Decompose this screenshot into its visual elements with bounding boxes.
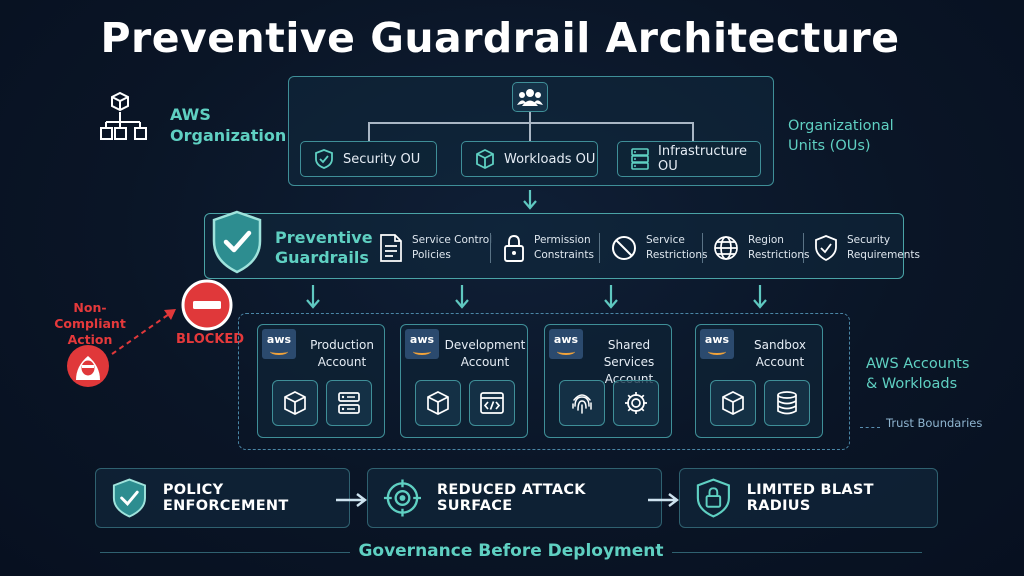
flow-arrow-down-icon — [753, 285, 767, 309]
divider — [803, 233, 804, 263]
blocked-label: BLOCKED — [176, 332, 245, 347]
aws-badge: aws — [700, 329, 734, 359]
lock-icon — [504, 235, 524, 262]
shield-check-icon — [212, 210, 262, 274]
blocked-icon — [181, 279, 233, 331]
org-hierarchy-icon — [100, 91, 147, 140]
server-icon — [338, 392, 360, 414]
ou-connector — [529, 122, 531, 141]
flow-arrow-down-icon — [455, 285, 469, 309]
workload-tile — [764, 380, 810, 426]
accounts-side-label: AWS Accounts & Workloads — [866, 356, 970, 392]
ou-connector — [692, 122, 694, 141]
legend-dash — [860, 427, 880, 428]
globe-icon — [714, 236, 738, 260]
ou-connector — [529, 112, 531, 122]
flow-arrow-down-icon — [604, 285, 618, 309]
attack-arrow-icon — [111, 309, 176, 355]
database-icon — [777, 391, 797, 415]
page-title: Preventive Guardrail Architecture — [100, 14, 900, 62]
aws-badge: aws — [262, 329, 296, 359]
flow-arrow-down-icon — [306, 285, 320, 309]
workload-tile — [469, 380, 515, 426]
workload-tile — [415, 380, 461, 426]
cube-icon — [284, 391, 306, 415]
trust-boundary — [238, 313, 850, 450]
footer-rule-right — [672, 552, 922, 553]
cube-icon — [427, 391, 449, 415]
shield-check-icon — [315, 149, 333, 169]
outcome-label: LIMITED BLAST RADIUS — [746, 482, 874, 514]
flow-arrow-down-icon — [523, 190, 537, 210]
aws-badge: aws — [405, 329, 439, 359]
ou-connector — [368, 122, 693, 124]
ou-side-label: Organizational Units (OUs) — [788, 118, 894, 154]
guardrails-title: Preventive Guardrails — [275, 228, 373, 267]
gear-icon — [625, 392, 647, 414]
footer-rule-left — [100, 552, 350, 553]
non-compliant-label: Non-Compliant Action — [54, 300, 126, 347]
outcome-policy-enforcement: POLICY ENFORCEMENT — [95, 468, 350, 528]
ou-connector — [368, 122, 370, 141]
ou-label: Infrastructure OU — [658, 144, 747, 174]
outcome-limited-blast-radius: LIMITED BLAST RADIUS — [679, 468, 938, 528]
workload-tile — [613, 380, 659, 426]
lock-shield-icon — [696, 478, 730, 518]
code-icon — [480, 392, 504, 414]
divider — [599, 233, 600, 263]
cube-icon — [722, 391, 744, 415]
outcome-label: POLICY ENFORCEMENT — [162, 482, 289, 514]
users-group-icon — [517, 89, 543, 106]
ou-security[interactable]: Security OU — [300, 141, 437, 177]
cube-icon — [476, 148, 494, 170]
ou-infrastructure[interactable]: Infrastructure OU — [617, 141, 761, 177]
org-label: AWS Organization — [170, 105, 287, 145]
footer-tagline: Governance Before Deployment — [358, 541, 664, 561]
shield-check-icon — [815, 235, 837, 262]
outcome-reduced-attack-surface: REDUCED ATTACK SURFACE — [367, 468, 662, 528]
divider — [702, 233, 703, 263]
workload-tile — [710, 380, 756, 426]
workload-tile — [559, 380, 605, 426]
fingerprint-icon — [572, 394, 592, 414]
target-icon — [383, 479, 422, 517]
ou-label: Workloads OU — [504, 151, 596, 167]
ou-label: Security OU — [343, 151, 421, 167]
outcome-label: REDUCED ATTACK SURFACE — [436, 482, 586, 514]
flow-arrow-right-icon — [648, 493, 679, 507]
shield-check-icon — [112, 478, 146, 518]
workload-tile — [272, 380, 318, 426]
flow-arrow-right-icon — [336, 493, 367, 507]
prohibited-icon — [612, 236, 636, 260]
divider — [490, 233, 491, 263]
trust-boundary-legend: Trust Boundaries — [886, 416, 983, 430]
ou-workloads[interactable]: Workloads OU — [461, 141, 598, 177]
aws-badge: aws — [549, 329, 583, 359]
document-icon — [380, 234, 402, 262]
workload-tile — [326, 380, 372, 426]
hacker-icon — [67, 345, 109, 387]
server-rack-icon — [631, 148, 649, 170]
guardrails-band — [204, 213, 904, 279]
organization-root-node — [512, 82, 548, 112]
